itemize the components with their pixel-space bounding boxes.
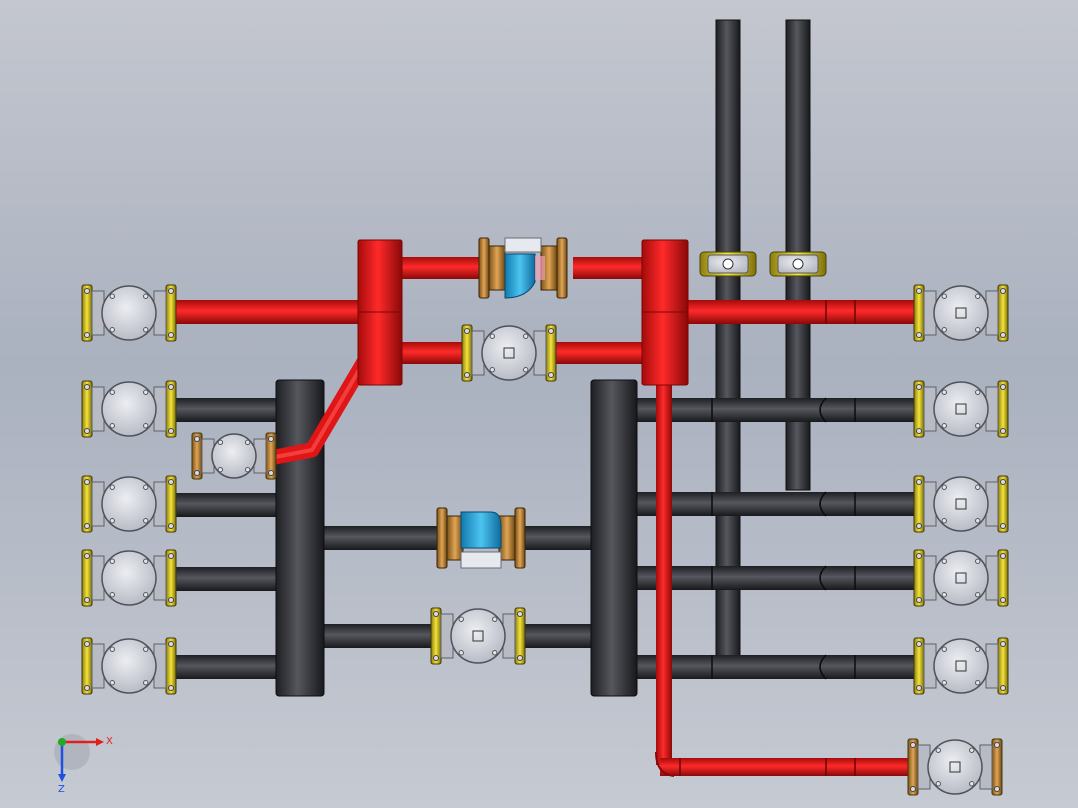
gate-valve-11[interactable] [907,738,1003,796]
return-crossovers[interactable] [320,526,595,648]
gate-valve-10[interactable] [913,637,1009,695]
gate-valve-4[interactable] [81,549,177,607]
butterfly-valve-icon[interactable] [699,251,827,277]
supply-lines[interactable] [165,257,926,777]
gate-valve-12[interactable] [461,324,557,382]
supply-headers[interactable] [357,239,689,386]
gate-valve-icon[interactable] [81,284,1009,796]
gate-valve-6[interactable] [913,284,1009,342]
coordinate-triad-icon: X Z [54,734,113,795]
gate-valve-5[interactable] [81,637,177,695]
gate-valve-13[interactable] [430,607,526,665]
gate-valve-3[interactable] [81,475,177,533]
gate-valve-1[interactable] [81,284,177,342]
gate-valve-7[interactable] [913,380,1009,438]
gate-valve-8[interactable] [913,475,1009,533]
return-branches-right[interactable] [635,397,925,680]
axis-z-label: Z [58,784,65,795]
axis-x-label: X [106,736,113,747]
gate-valve-2[interactable] [81,380,177,438]
check-valve-icon[interactable] [436,237,568,569]
gate-valve-9[interactable] [913,549,1009,607]
gate-valve-14[interactable] [191,432,277,480]
return-branches-left[interactable] [165,398,280,679]
